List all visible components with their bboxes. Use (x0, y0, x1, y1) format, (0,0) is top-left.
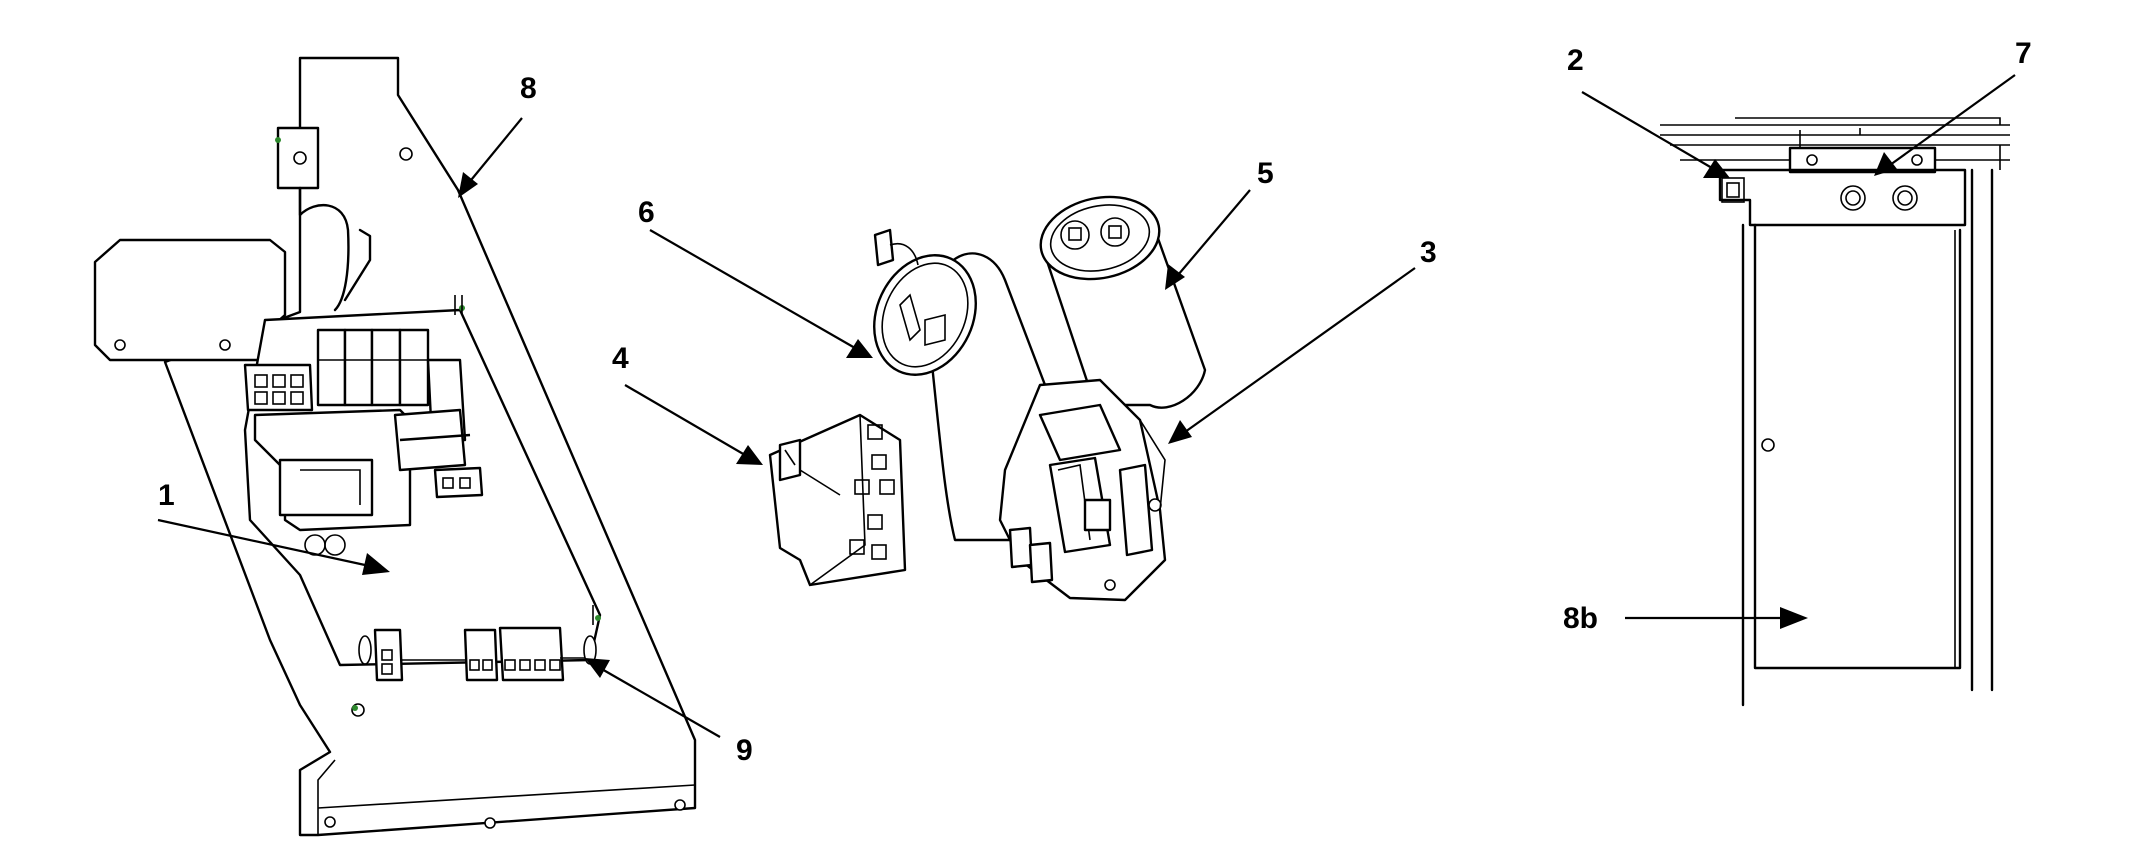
callout-7: 7 (2015, 37, 2032, 70)
callout-1: 1 (158, 479, 175, 512)
capacitor-large (1039, 195, 1207, 409)
upper-bracket (1788, 146, 1937, 174)
callout-8: 8 (520, 72, 537, 105)
terminal-connectors (358, 626, 597, 682)
capacitor-small-top (873, 254, 977, 376)
callout-4: 4 (612, 342, 629, 375)
callout-3: 3 (1420, 236, 1437, 269)
callout-2: 2 (1567, 44, 1584, 77)
relay-component (768, 413, 907, 587)
leader-lines (157, 74, 2016, 738)
callout-8b: 8b (1563, 602, 1598, 635)
control-panel-assembly (93, 56, 697, 837)
callout-9: 9 (736, 734, 753, 767)
contactor (998, 378, 1167, 602)
callout-5: 5 (1257, 157, 1274, 190)
callout-6: 6 (638, 196, 655, 229)
cabinet-side-view (1660, 117, 2010, 707)
callout-labels: 1 2 3 4 5 6 7 8 8b 9 (158, 37, 2032, 767)
